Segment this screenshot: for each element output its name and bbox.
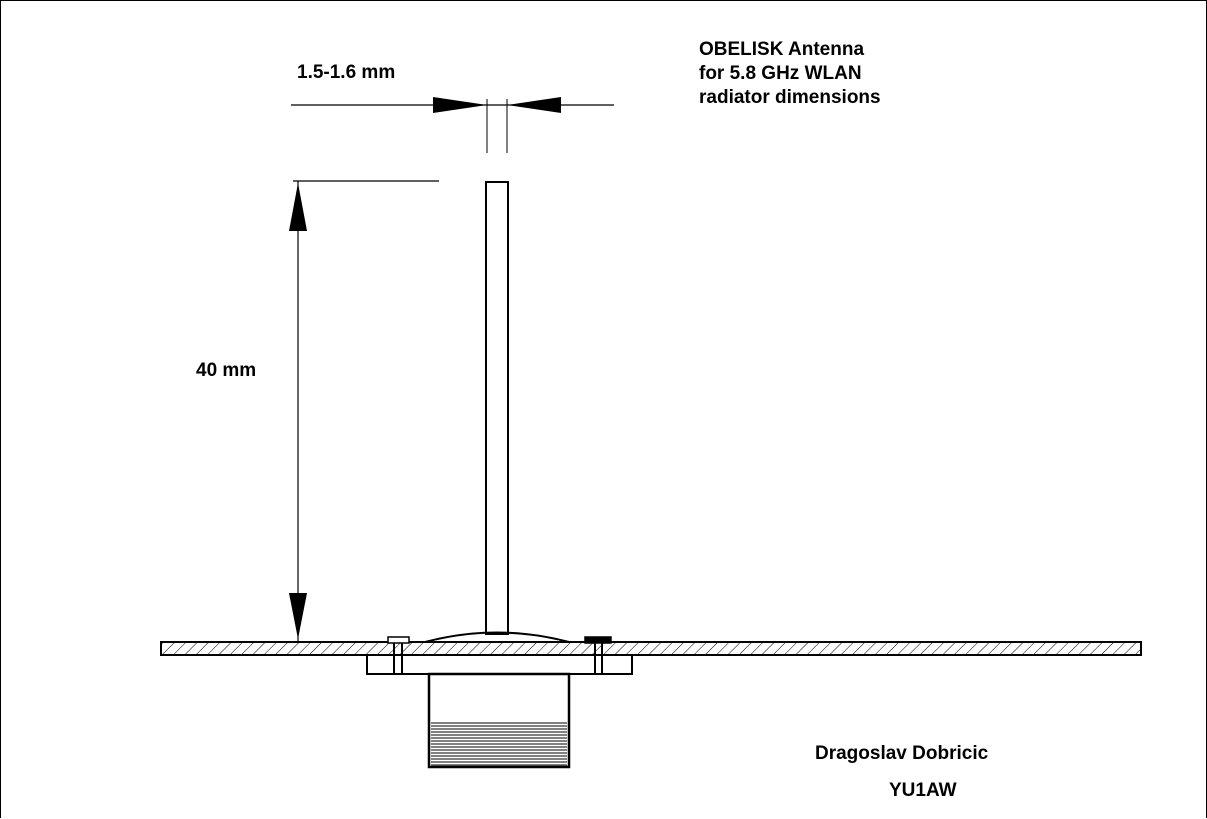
diagram-title: OBELISK Antenna for 5.8 GHz WLAN radiato… xyxy=(699,38,881,110)
ground-plane xyxy=(160,641,1142,656)
title-line-3: radiator dimensions xyxy=(699,87,881,108)
connector-body xyxy=(427,672,571,769)
radiator-rod xyxy=(485,181,509,635)
width-dimension-label: 1.5-1.6 mm xyxy=(297,62,396,83)
author-name: Dragoslav Dobricic xyxy=(815,743,989,764)
height-arrow-bottom xyxy=(289,593,307,639)
width-arrow-right xyxy=(507,97,561,113)
solder-joint xyxy=(424,631,570,643)
width-dimension xyxy=(291,97,614,153)
connector-thread xyxy=(431,722,567,766)
height-dimension xyxy=(289,180,439,641)
screw-head-right xyxy=(584,636,612,644)
title-line-2: for 5.8 GHz WLAN xyxy=(699,63,862,84)
height-arrow-top xyxy=(289,183,307,231)
screw-shanks xyxy=(393,643,603,674)
connector-flange xyxy=(366,654,633,675)
title-line-1: OBELISK Antenna xyxy=(699,39,865,60)
width-arrow-left xyxy=(433,97,487,113)
screw-head-left xyxy=(387,636,410,644)
height-dimension-label: 40 mm xyxy=(196,360,257,381)
author-callsign: YU1AW xyxy=(889,780,957,801)
